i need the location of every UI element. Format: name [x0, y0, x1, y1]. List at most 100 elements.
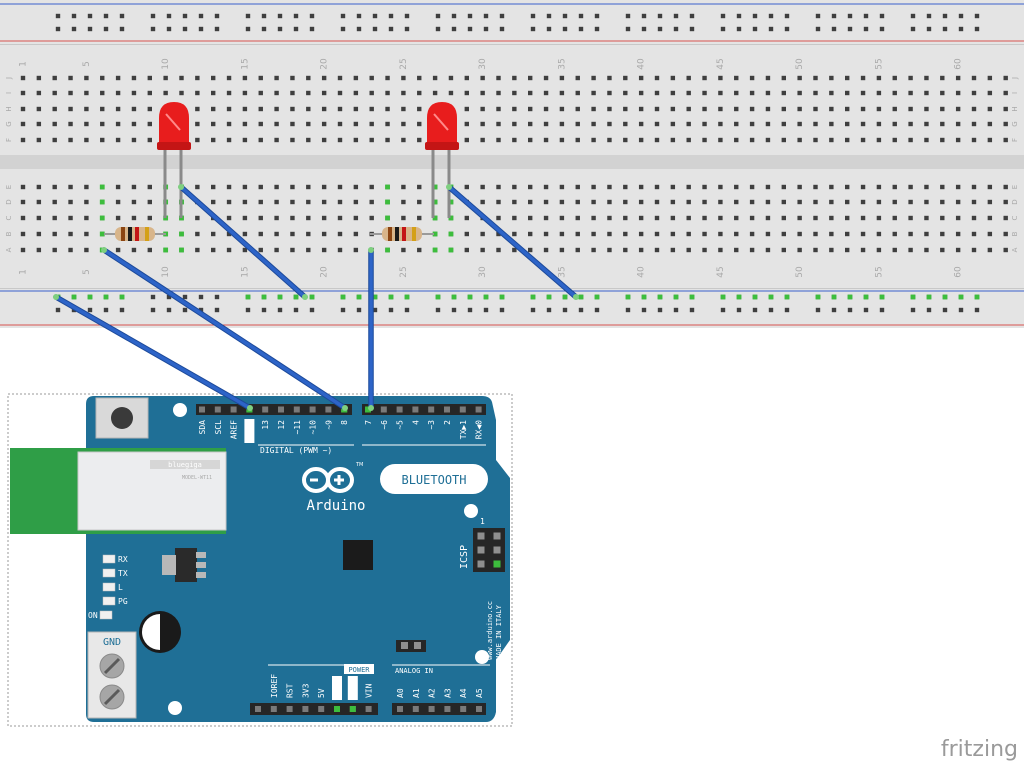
main-chip [343, 540, 373, 570]
column-number: 40 [637, 58, 647, 70]
pin-label: AREF [230, 420, 239, 439]
status-led-label: ON [88, 611, 98, 620]
wire[interactable] [101, 247, 348, 411]
voltage-regulator [175, 548, 197, 582]
column-number: 45 [716, 266, 726, 277]
svg-text:TM: TM [355, 462, 363, 468]
wire[interactable] [178, 184, 308, 300]
module-brand: bluegiga [168, 461, 202, 469]
row-letter: I [1011, 92, 1019, 94]
resistor[interactable] [104, 227, 166, 241]
pin-label: 12 [277, 420, 286, 430]
column-number: 15 [240, 58, 250, 69]
pin-label: SDA [198, 420, 207, 435]
arduino-logo: TM [302, 462, 363, 493]
pin-label: 2 [443, 420, 452, 425]
bluetooth-label: BLUETOOTH [401, 473, 466, 487]
bottom-header-pins [255, 706, 482, 712]
wire[interactable] [53, 294, 253, 411]
reset-button-base [95, 397, 149, 439]
analog-label: ANALOG IN [395, 667, 433, 675]
row-letter: J [1011, 77, 1019, 80]
column-number: 25 [399, 266, 409, 277]
mount-hole-bottom-left [168, 701, 182, 715]
pin-label: 4 [411, 420, 420, 425]
pin-label: ~11 [293, 420, 302, 435]
pin-label: RX◀0 [475, 420, 484, 439]
analog-pin-label: A3 [443, 688, 452, 698]
row-letter: G [5, 121, 13, 126]
power-pin-label: 5V [317, 688, 326, 698]
status-led-label: TX [118, 569, 128, 578]
board-outline-dashed [7, 393, 513, 727]
row-letter: C [1011, 215, 1019, 220]
power-pin-label: GND [333, 683, 342, 698]
led[interactable] [425, 102, 459, 218]
row-letter: A [1011, 247, 1019, 252]
pin-label: ~3 [427, 420, 436, 430]
power-pin-label: IOREF [270, 674, 279, 698]
mount-hole-icsp [464, 504, 478, 518]
row-letter: F [1011, 138, 1019, 142]
row-letter: D [1011, 199, 1019, 204]
column-number: 30 [478, 266, 488, 278]
column-number: 20 [320, 266, 330, 278]
pin-label: 7 [364, 420, 373, 425]
status-led-label: L [118, 583, 123, 592]
row-letter: E [1011, 185, 1019, 189]
column-number: 25 [399, 58, 409, 69]
icsp-pin-number: 1 [480, 517, 485, 526]
made-in-italy: MADE IN ITALY [495, 604, 503, 660]
row-letter: H [5, 106, 13, 111]
row-letter: E [5, 185, 13, 189]
column-number: 50 [795, 58, 805, 70]
arduino-brand: Arduino [306, 498, 365, 514]
digital-pwm-label: DIGITAL (PWM ~) [260, 446, 332, 455]
row-letter: I [5, 92, 13, 94]
column-number: 60 [954, 58, 964, 70]
pin-label: ~9 [324, 420, 333, 430]
connected-holes [55, 184, 980, 300]
analog-pin-label: A4 [459, 688, 468, 698]
column-number: 60 [954, 266, 964, 278]
column-number: 5 [82, 61, 92, 67]
status-led [102, 568, 116, 578]
column-number: 35 [557, 266, 567, 277]
breadboard-holes [20, 75, 1008, 253]
fritzing-watermark: fritzing [941, 737, 1018, 762]
row-letter: G [1011, 121, 1019, 126]
wire[interactable] [446, 184, 579, 300]
pin-label: GND [245, 420, 254, 435]
jumper [396, 640, 426, 652]
power-pin-label: 3V3 [301, 683, 310, 698]
pin-label: SCL [214, 420, 223, 435]
column-number: 10 [161, 266, 171, 278]
row-letter: A [5, 247, 13, 252]
bottom-header-left [250, 703, 378, 715]
power-pin-label: VIN [365, 683, 374, 698]
top-power-rail [0, 0, 1024, 44]
row-letter: D [5, 199, 13, 204]
reset-button[interactable] [111, 407, 133, 429]
rail-holes [55, 13, 980, 313]
analog-pin-label: A1 [412, 688, 421, 698]
row-letter: H [1011, 106, 1019, 111]
status-led-label: PG [118, 597, 128, 606]
wire[interactable] [368, 247, 374, 411]
column-number: 40 [637, 266, 647, 278]
pin-label: ~5 [396, 420, 405, 430]
row-letter: B [1011, 231, 1019, 236]
bluetooth-badge [380, 464, 488, 494]
resistor[interactable] [370, 227, 434, 241]
pin-label: ~10 [309, 420, 318, 435]
status-led [102, 582, 116, 592]
column-number: 45 [716, 58, 726, 69]
